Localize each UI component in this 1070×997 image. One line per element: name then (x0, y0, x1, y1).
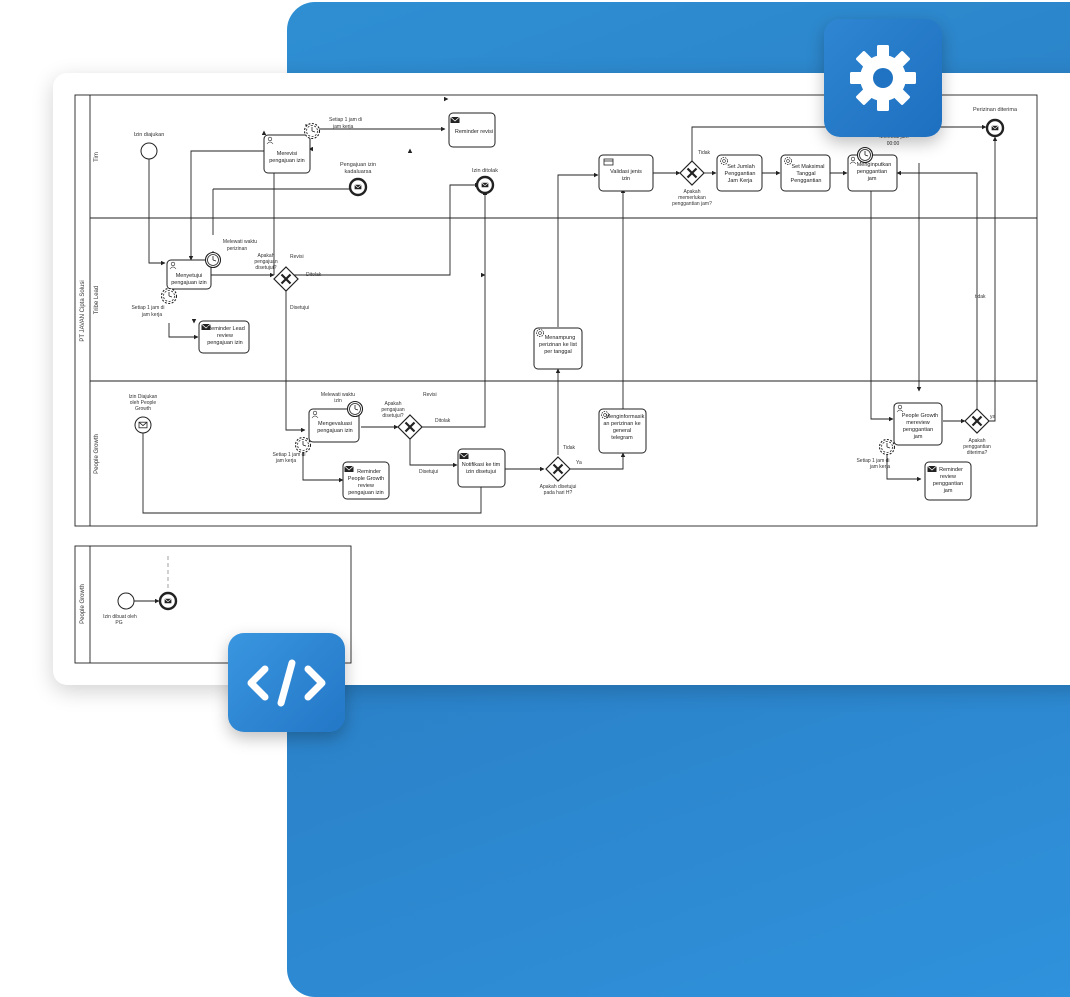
end-event-izin-ditolak (477, 177, 493, 193)
label-perizinan-diterima: Perizinan diterima (973, 107, 1018, 113)
end-event-pg (160, 593, 176, 609)
timer-setiap-1jam-pg2 (878, 438, 896, 456)
bpmn-diagram: PT JAVAN Cipta Solusi Tim Tribe Lead Peo… (74, 94, 1038, 664)
label-disetujui-tl: Disetujui (290, 305, 309, 311)
code-icon (247, 659, 326, 707)
lane-label-tribe-lead: Tribe Lead (94, 286, 100, 314)
task-mengevaluasi[interactable] (308, 408, 360, 443)
gateway-memerlukan-jam (678, 159, 706, 187)
label-revisi-pg: Revisi (423, 392, 437, 398)
label-ditolak-pg: Ditolak (435, 418, 451, 424)
pool-label: PT JAVAN Cipta Solusi (80, 280, 86, 341)
task-set-maksimal[interactable] (780, 154, 831, 192)
label-reminder-revisi: Reminder revisi (455, 129, 493, 135)
label-ya-right: ya (990, 414, 996, 420)
gear-icon (850, 45, 916, 111)
task-merevisi[interactable] (263, 134, 311, 174)
timer-melewati-waktu-tl (204, 251, 222, 269)
label-tidak-mid: Tidak (563, 445, 576, 451)
diagram-card: PT JAVAN Cipta Solusi Tim Tribe Lead Peo… (53, 73, 1070, 685)
task-menginformasikan[interactable] (598, 408, 647, 454)
gateway-diterima (963, 407, 991, 435)
gateway-hari-h (544, 455, 572, 483)
timer-melewati-jam (856, 146, 874, 164)
label-disetujui-pg: Disetujui (419, 469, 438, 475)
timer-setiap-1jam-tl (160, 287, 178, 305)
label-izin-ditolak: Izin ditolak (472, 168, 498, 174)
timer-melewati-waktu-pg (346, 400, 364, 418)
gateway-disetujui-tl (272, 265, 300, 293)
task-reminder-lead[interactable] (198, 320, 250, 354)
task-set-jumlah[interactable] (716, 154, 763, 192)
task-pg-mereview[interactable] (893, 402, 943, 446)
start-event-izin-dibuat (117, 592, 135, 610)
task-menyetujui[interactable] (166, 259, 212, 290)
code-badge (228, 633, 345, 732)
pool-main (74, 94, 1038, 527)
label-tidak-top: Tidak (698, 150, 711, 156)
start-event-izin-diajukan (140, 142, 158, 160)
label-izin-diajukan: Izin diajukan (134, 132, 165, 138)
label-ya: Ya (576, 460, 582, 466)
label-ditolak-tl: Ditolak (306, 272, 322, 278)
pool2-label: People Growth (80, 584, 86, 624)
task-reminder-pg[interactable] (342, 461, 390, 500)
task-notifikasi[interactable] (457, 448, 506, 488)
lane-label-tim: Tim (94, 152, 100, 162)
end-event-kadaluarsa (350, 179, 366, 195)
timer-setiap-1jam-pg (294, 436, 312, 454)
sequence-flows (142, 96, 998, 514)
label-tidak-right: tidak (975, 294, 986, 300)
end-event-perizinan-diterima (987, 120, 1003, 136)
settings-badge (824, 19, 942, 137)
task-menampung[interactable] (533, 327, 583, 370)
lane-label-people-growth: People Growth (94, 434, 100, 474)
task-reminder-revisi[interactable] (448, 112, 496, 148)
timer-setiap-1jam-tim (303, 122, 321, 140)
label-revisi-tl: Revisi (290, 254, 304, 260)
pool-people-growth (74, 545, 352, 664)
